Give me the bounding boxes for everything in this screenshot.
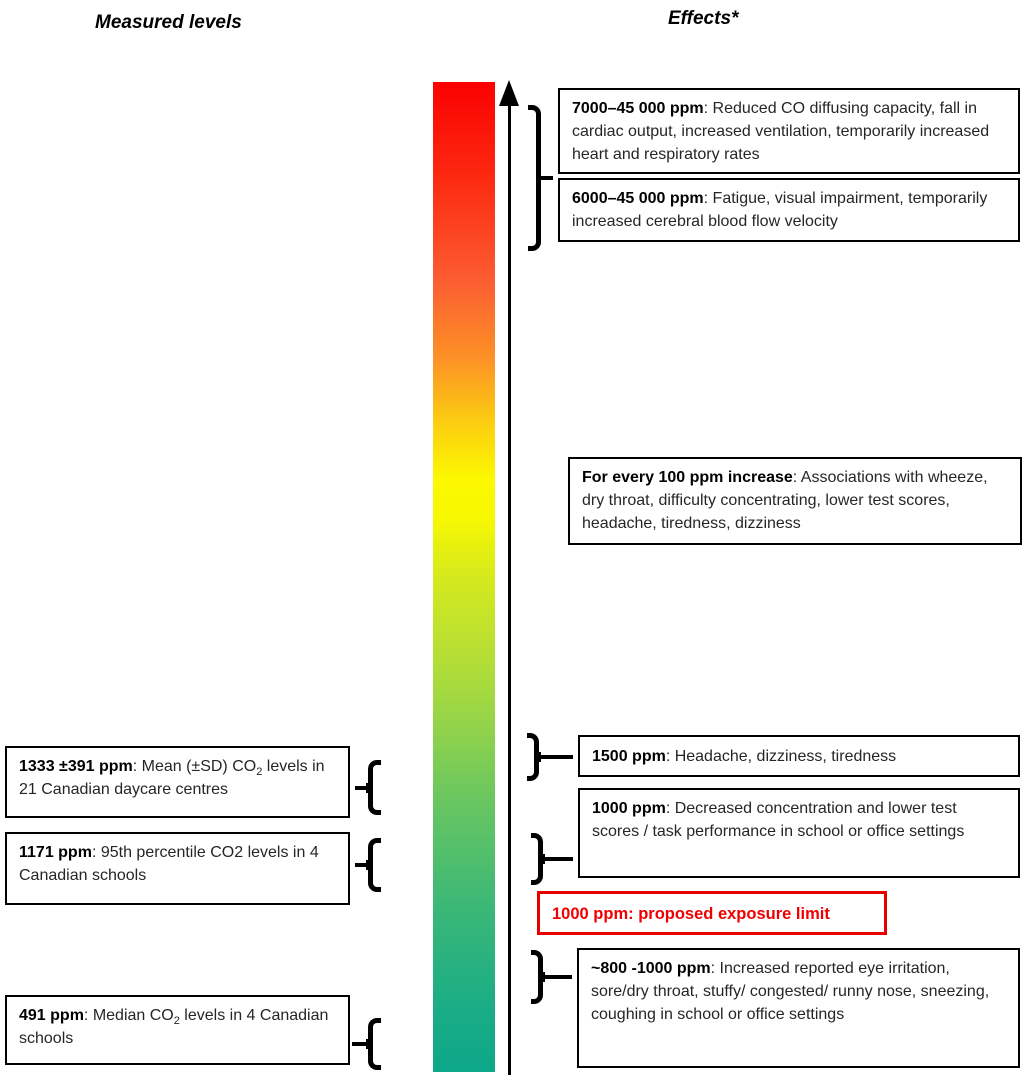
measured-value-label: 1171 ppm xyxy=(19,844,92,861)
effect-description: : Associations with wheeze, dry throat, … xyxy=(582,469,988,532)
effect-range-label: For every 100 ppm increase xyxy=(582,469,793,486)
effect-range-label: 1500 ppm xyxy=(592,748,666,765)
exposure-limit-text: 1000 ppm: proposed exposure limit xyxy=(552,905,830,923)
effect-description: : Reduced CO diffusing capacity, fall in… xyxy=(572,100,990,163)
effect-description: : Headache, dizziness, tiredness xyxy=(665,748,897,765)
effect-box-800-1000ppm: ~800 -1000 ppm: Increased reported eye i… xyxy=(577,948,1020,1068)
effect-description: : Fatigue, visual impairment, temporaril… xyxy=(572,190,988,230)
effect-range-label: 6000–45 000 ppm xyxy=(572,190,704,207)
effect-range-label: 7000–45 000 ppm xyxy=(572,100,704,117)
measured-box-491ppm: 491 ppm: Median CO2 levels in 4 Canadian… xyxy=(5,995,350,1065)
effect-description: : Increased reported eye irritation, sor… xyxy=(591,960,990,1023)
scale-arrow-shaft xyxy=(508,100,511,1075)
brace-high-exposure-group xyxy=(528,105,553,251)
brace-1333ppm xyxy=(355,760,381,815)
co2-gradient-bar xyxy=(433,82,495,1072)
brace-connector-line xyxy=(536,176,553,180)
measured-description-cont: levels in 21 Canadian daycare centres xyxy=(19,758,325,798)
measured-box-1333ppm: 1333 ±391 ppm: Mean (±SD) CO2 levels in … xyxy=(5,746,350,818)
effect-box-1000ppm: 1000 ppm: Decreased concentration and lo… xyxy=(578,788,1020,878)
brace-connector-line xyxy=(355,863,373,867)
brace-connector-line xyxy=(355,785,373,790)
brace-1500ppm xyxy=(527,733,573,781)
measured-box-1171ppm: 1171 ppm: 95th percentile CO2 levels in … xyxy=(5,832,350,905)
effect-box-6000ppm: 6000–45 000 ppm: Fatigue, visual impairm… xyxy=(558,178,1020,242)
brace-800ppm xyxy=(531,950,572,1004)
left-column-title: Measured levels xyxy=(95,12,242,33)
brace-connector-line xyxy=(538,857,573,861)
right-column-title: Effects* xyxy=(668,8,739,29)
measured-description: : Mean (±SD) CO xyxy=(132,758,257,775)
effect-box-1500ppm: 1500 ppm: Headache, dizziness, tiredness xyxy=(578,735,1020,777)
brace-connector-line xyxy=(534,755,573,759)
effect-range-label: 1000 ppm xyxy=(592,800,666,817)
co2-subscript: 2 xyxy=(173,1015,180,1028)
brace-1000ppm xyxy=(531,833,573,885)
effect-description: : Decreased concentration and lower test… xyxy=(592,800,965,840)
brace-491ppm xyxy=(352,1018,381,1070)
effect-range-label: ~800 -1000 ppm xyxy=(591,960,711,977)
measured-value-label: 1333 ±391 ppm xyxy=(19,758,133,775)
effect-box-7000ppm: 7000–45 000 ppm: Reduced CO diffusing ca… xyxy=(558,88,1020,174)
effect-box-per-100ppm: For every 100 ppm increase: Associations… xyxy=(568,457,1022,545)
proposed-exposure-limit-box: 1000 ppm: proposed exposure limit xyxy=(537,891,887,935)
brace-connector-line xyxy=(352,1042,373,1046)
brace-connector-line xyxy=(538,975,572,979)
measured-description: : 95th percentile CO2 levels in 4 Canadi… xyxy=(19,844,319,884)
measured-description: : Median CO xyxy=(83,1007,174,1024)
scale-arrow-up-icon xyxy=(499,80,519,106)
brace-1171ppm xyxy=(355,838,381,892)
co2-subscript: 2 xyxy=(256,766,263,779)
measured-value-label: 491 ppm xyxy=(19,1007,84,1024)
measured-description-cont: levels in 4 Canadian schools xyxy=(19,1007,329,1047)
